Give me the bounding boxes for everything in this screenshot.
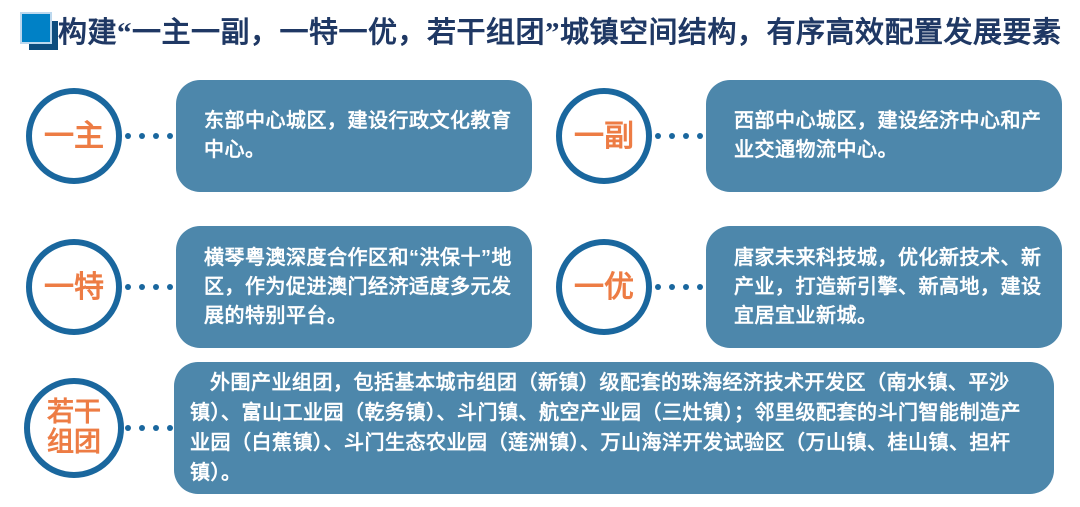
desc-text: 横琴粤澳深度合作区和“洪保十”地区，作为促进澳门经济适度多元发展的特别平台。 — [204, 246, 512, 327]
page-title: 构建“一主一副，一特一优，若干组团”城镇空间结构，有序高效配置发展要素 — [58, 17, 1062, 49]
desc-text: 唐家未来科技城，优化新技术、新产业，打造新引擎、新高地，建设宜居宜业新城。 — [734, 246, 1042, 327]
circle-label: 一优 — [574, 270, 634, 304]
item-one-main: 一主 东部中心城区，建设行政文化教育中心。 — [26, 80, 532, 192]
dotted-connector — [652, 284, 706, 290]
item-one-special: 一特 横琴粤澳深度合作区和“洪保十”地区，作为促进澳门经济适度多元发展的特别平台… — [26, 226, 532, 348]
dotted-connector — [652, 133, 706, 139]
circle-badge-one-sub: 一副 — [556, 88, 652, 184]
circle-badge-one-main: 一主 — [26, 88, 122, 184]
dotted-connector — [124, 425, 174, 431]
bullet-front-square — [20, 12, 52, 44]
item-one-sub: 一副 西部中心城区，建设经济中心和产业交通物流中心。 — [556, 80, 1062, 192]
desc-bubble-one-sub: 西部中心城区，建设经济中心和产业交通物流中心。 — [706, 80, 1062, 192]
circle-label: 若干组团 — [46, 397, 101, 457]
circle-label: 一特 — [44, 270, 104, 304]
dotted-connector — [122, 284, 176, 290]
circle-badge-clusters: 若干组团 — [24, 378, 124, 478]
item-one-optimized: 一优 唐家未来科技城，优化新技术、新产业，打造新引擎、新高地，建设宜居宜业新城。 — [556, 226, 1062, 348]
desc-bubble-clusters: 外围产业组团，包括基本城市组团（新镇）级配套的珠海经济技术开发区（南水镇、平沙镇… — [174, 362, 1054, 494]
desc-bubble-one-main: 东部中心城区，建设行政文化教育中心。 — [176, 80, 532, 192]
circle-badge-one-optimized: 一优 — [556, 239, 652, 335]
desc-text: 东部中心城区，建设行政文化教育中心。 — [204, 110, 512, 161]
dotted-connector — [122, 133, 176, 139]
circle-label: 一主 — [44, 119, 104, 153]
title-row: 构建“一主一副，一特一优，若干组团”城镇空间结构，有序高效配置发展要素 — [20, 10, 1070, 60]
desc-bubble-one-optimized: 唐家未来科技城，优化新技术、新产业，打造新引擎、新高地，建设宜居宜业新城。 — [706, 226, 1062, 348]
title-bullet-icon — [20, 12, 60, 52]
desc-text: 西部中心城区，建设经济中心和产业交通物流中心。 — [734, 110, 1042, 161]
item-clusters: 若干组团 外围产业组团，包括基本城市组团（新镇）级配套的珠海经济技术开发区（南水… — [24, 362, 1054, 494]
desc-bubble-one-special: 横琴粤澳深度合作区和“洪保十”地区，作为促进澳门经济适度多元发展的特别平台。 — [176, 226, 532, 348]
desc-text: 外围产业组团，包括基本城市组团（新镇）级配套的珠海经济技术开发区（南水镇、平沙镇… — [190, 372, 1021, 484]
circle-label: 一副 — [574, 119, 634, 153]
circle-badge-one-special: 一特 — [26, 239, 122, 335]
